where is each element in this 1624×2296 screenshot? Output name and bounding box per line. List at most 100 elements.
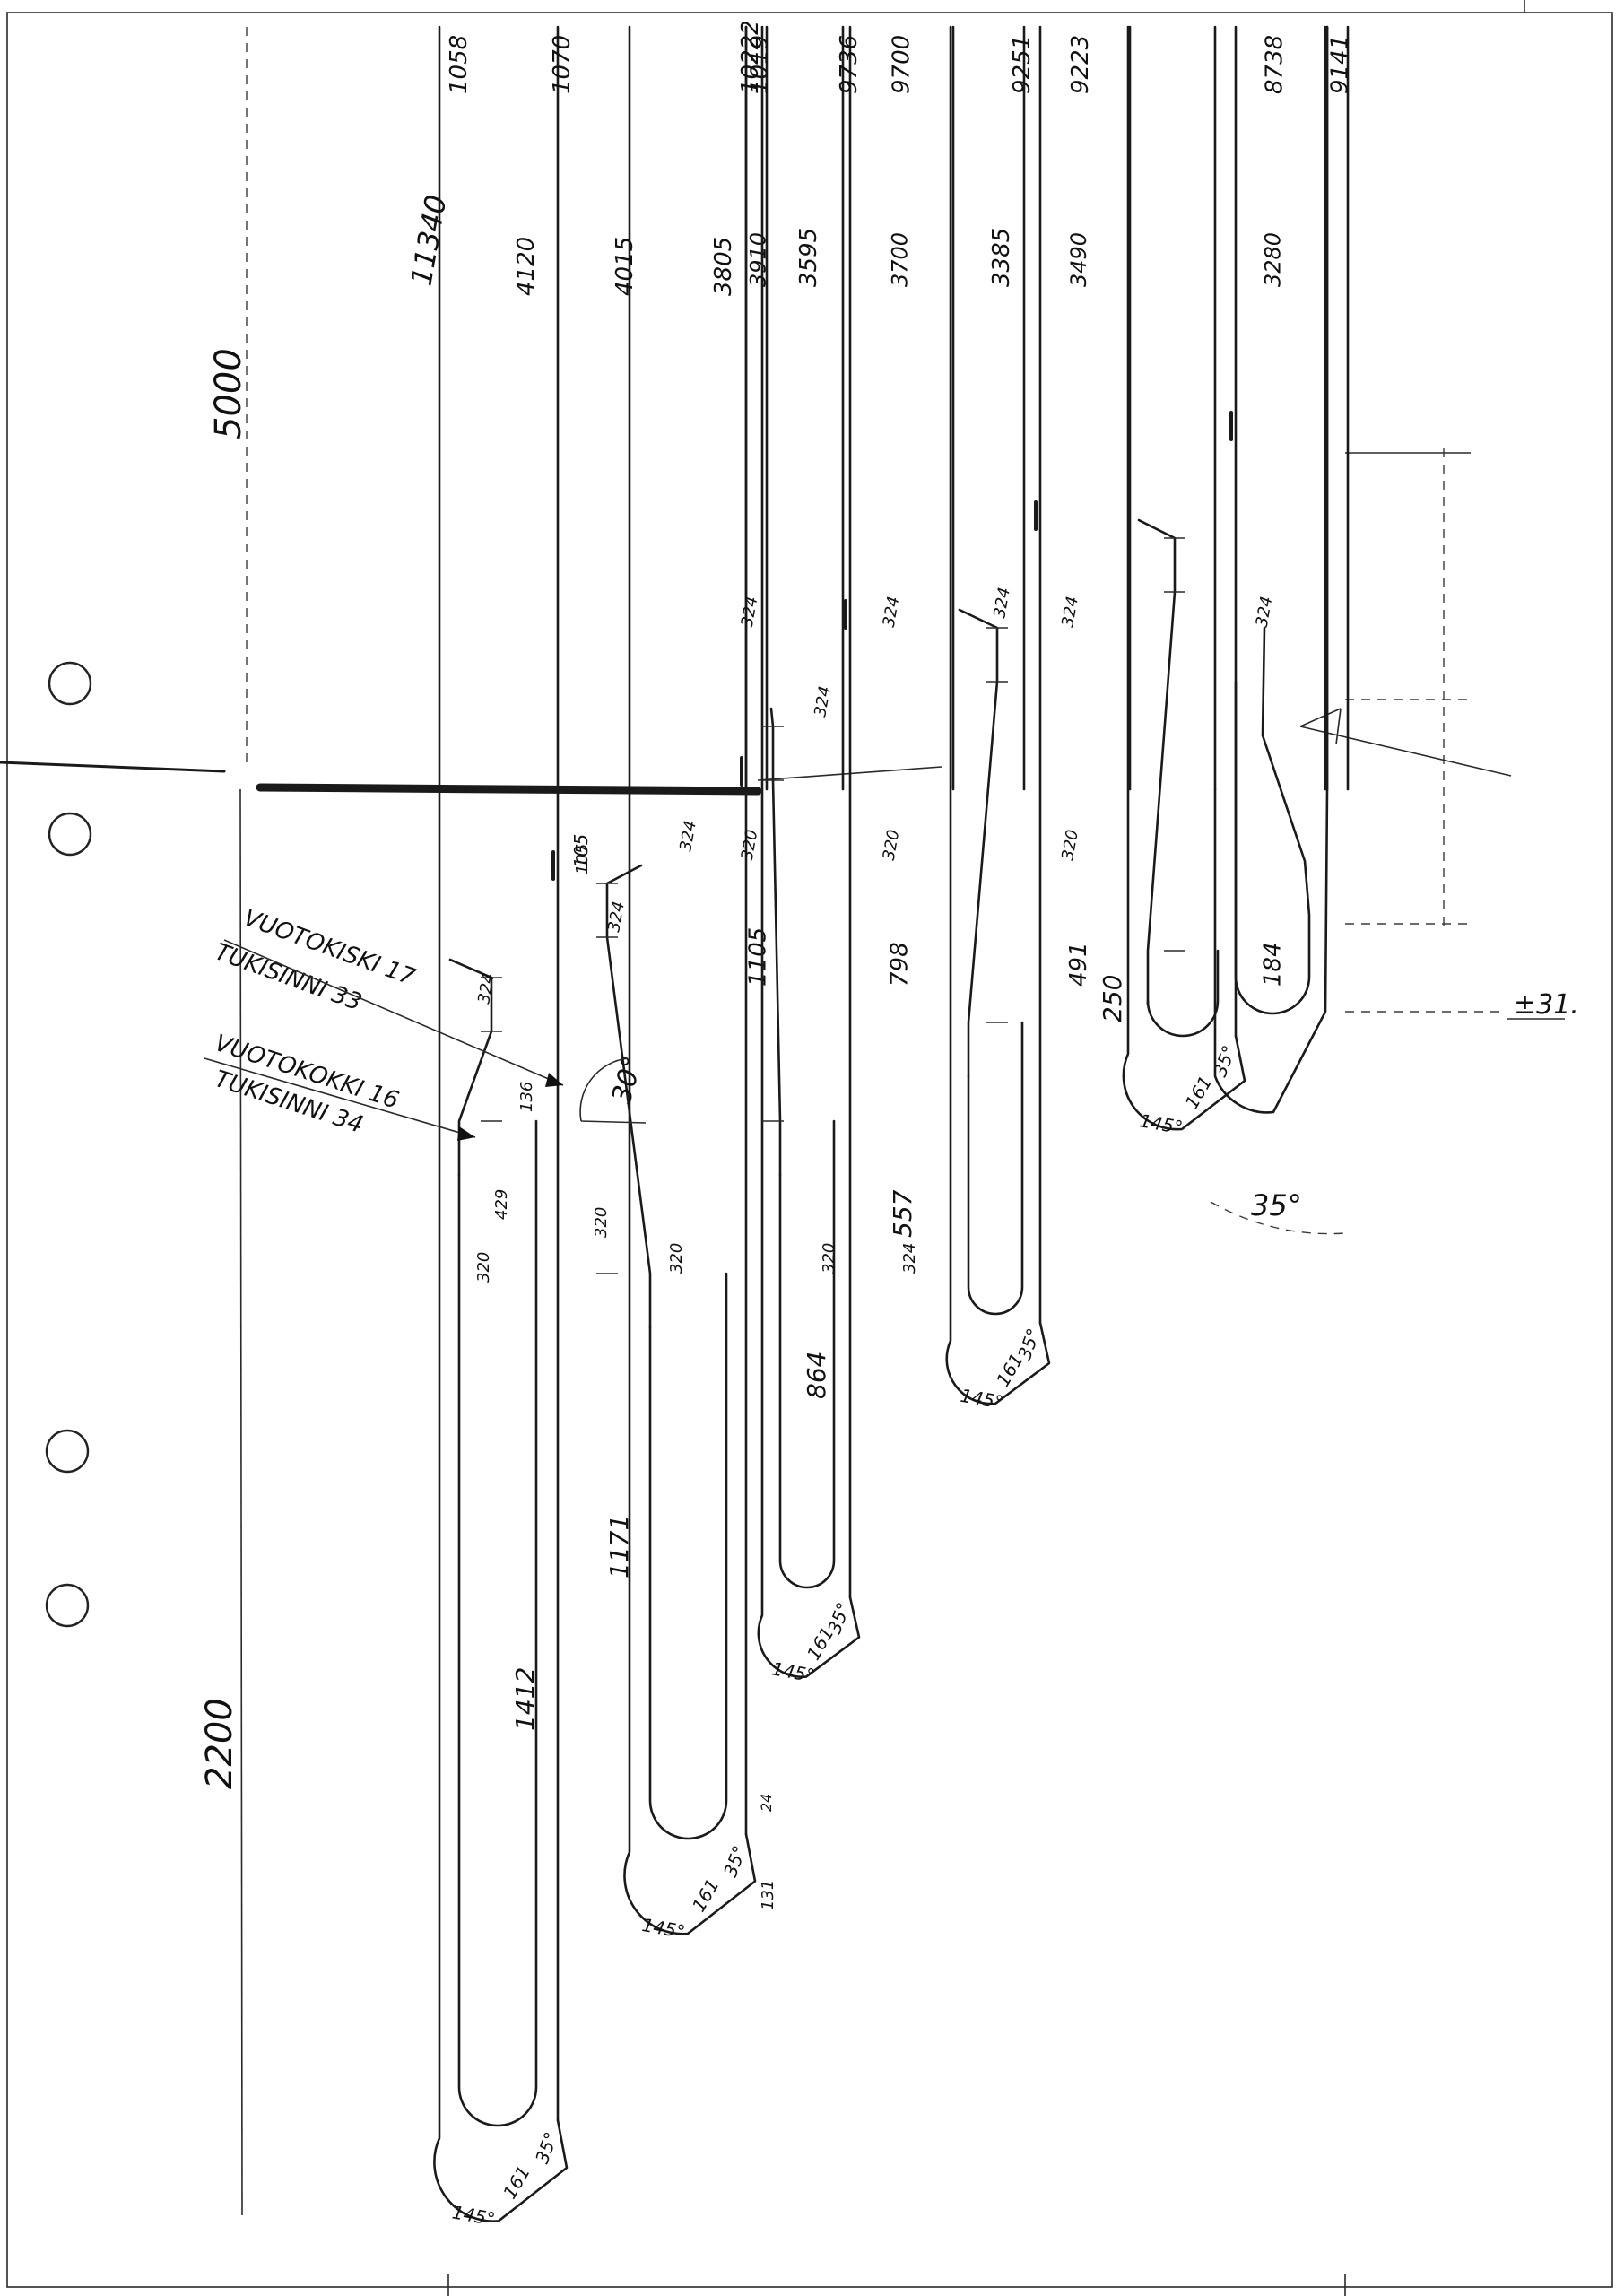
loop-A-lower-len: 1412 bbox=[510, 1667, 540, 1731]
punch-hole bbox=[45, 1583, 90, 1628]
loop-E-side-len: 3700 bbox=[888, 232, 913, 287]
loop-B-lower-len: 1171 bbox=[604, 1515, 634, 1578]
loop-B-r-angle: 145° bbox=[640, 1914, 687, 1943]
loop-D-seg-a: 324 bbox=[676, 819, 700, 852]
loop-D-lower-len: 864 bbox=[802, 1352, 831, 1399]
small-dim-4: 24 bbox=[758, 1794, 775, 1812]
loop-A-end-angle: 35° bbox=[531, 2129, 562, 2167]
side-label-upper: 5000 bbox=[208, 348, 249, 439]
loop-H-side-len: 3385 bbox=[988, 228, 1015, 287]
loop-B-inner bbox=[648, 1272, 728, 1840]
loop-C bbox=[744, 25, 769, 791]
loop-H-end-angle: 35° bbox=[1209, 1042, 1240, 1080]
loop-A bbox=[433, 25, 569, 2222]
loop-J bbox=[1324, 25, 1350, 791]
bend-angle-arc bbox=[579, 1057, 629, 1122]
loop-B-end-angle: 35° bbox=[719, 1842, 751, 1880]
loop-F-lower-len: 557 bbox=[888, 1189, 917, 1238]
loop-A-inner bbox=[457, 1119, 538, 2127]
pointer-line bbox=[1335, 708, 1342, 745]
right-note: ±31. bbox=[1514, 989, 1579, 1021]
loop-D-inner bbox=[778, 1119, 836, 1589]
loop-B-seg-a: 324 bbox=[604, 900, 629, 933]
loop-E-seg-a: 324 bbox=[880, 595, 904, 628]
leader-arrow bbox=[457, 1126, 475, 1141]
loop-D-outer bbox=[757, 25, 861, 1679]
loop-I-lower-len: 184 bbox=[1260, 942, 1287, 987]
loop-H-seg-b: 324 bbox=[900, 1243, 919, 1274]
loop-B-top-len: 1070 bbox=[549, 35, 576, 94]
loop-A-side-len: 4120 bbox=[513, 237, 540, 296]
loop-D bbox=[757, 25, 861, 1679]
loop-H-lower-len: 250 bbox=[1098, 975, 1127, 1022]
loop-I-side-len: 3280 bbox=[1261, 232, 1286, 287]
small-dim-1: 105 bbox=[570, 834, 592, 868]
lower-right-angle-arc bbox=[1210, 1201, 1346, 1235]
loop-D-r-angle: 145° bbox=[770, 1657, 817, 1686]
loop-B-seg-b: 320 bbox=[592, 1207, 611, 1238]
loop-G-top-len: 9223 bbox=[1067, 35, 1094, 94]
loop-H-seg-a: 324 bbox=[990, 586, 1014, 619]
break-line bbox=[0, 761, 226, 773]
small-dim-3: 131 bbox=[759, 1880, 777, 1910]
leader-line bbox=[223, 939, 564, 1086]
punch-hole bbox=[48, 812, 92, 857]
loop-C-side-len: 3910 bbox=[746, 232, 771, 287]
loop-F-jog bbox=[958, 608, 999, 1078]
sheet-border bbox=[6, 12, 1613, 2288]
loop-D-end-angle: 35° bbox=[823, 1599, 855, 1637]
pointer-line bbox=[1299, 726, 1512, 777]
loop-A-seg-a: 324 bbox=[474, 971, 499, 1004]
loop-A-outer bbox=[433, 25, 569, 2222]
loop-H-r-angle: 145° bbox=[1138, 1109, 1185, 1138]
loop-F-r-angle: 145° bbox=[959, 1385, 1005, 1413]
punch-hole bbox=[45, 1429, 90, 1474]
side-label-lower: 2200 bbox=[199, 1698, 240, 1789]
loop-C-seg-a: 324 bbox=[738, 595, 762, 628]
loop-G-seg-b: 320 bbox=[1058, 828, 1082, 861]
leader-line bbox=[204, 1057, 476, 1138]
bend-angle: 30° bbox=[606, 1053, 649, 1107]
loop-G bbox=[1022, 25, 1132, 791]
loop-C-lower-len: 1105 bbox=[745, 927, 772, 987]
lower-right-angle: 35° bbox=[1251, 1188, 1302, 1222]
loop-A-r-angle: 145° bbox=[450, 2201, 497, 2230]
punch-hole bbox=[48, 661, 92, 706]
loop-E-seg-b: 320 bbox=[880, 828, 904, 861]
break-line-heavy bbox=[256, 783, 762, 796]
loop-E-top-len: 9700 bbox=[889, 35, 916, 94]
reference-line bbox=[239, 788, 243, 2216]
loop-A-seg-b: 429 bbox=[492, 1189, 511, 1220]
loop-H-inner bbox=[1146, 949, 1220, 1038]
loop-G-seg-a: 324 bbox=[1058, 595, 1082, 628]
bend-angle-ref bbox=[580, 1120, 647, 1124]
loop-E bbox=[841, 25, 955, 791]
loop-H-top-len: 9251 bbox=[1009, 35, 1036, 94]
loop-F-top-len: 9736 bbox=[836, 35, 863, 94]
lead-note-2: VUOTOKOKKI 16 TUKISINNI 34 bbox=[204, 1030, 476, 1141]
loop-B-outer bbox=[623, 25, 757, 1935]
loop-F-side-len: 3595 bbox=[795, 228, 822, 287]
loop-E-lower-len: 798 bbox=[887, 942, 914, 987]
loop-J-top-len: 9141 bbox=[1327, 35, 1354, 94]
loop-A-upper-len: 11340 bbox=[404, 193, 453, 289]
loop-G-side-len: 3490 bbox=[1066, 232, 1091, 287]
loop-G-lower-len: 491 bbox=[1065, 942, 1092, 987]
loop-F-outer bbox=[945, 25, 1051, 1405]
loop-B-seg-c: 105 bbox=[573, 844, 592, 874]
loop-B bbox=[596, 25, 757, 1935]
loop-H-outer bbox=[1122, 25, 1246, 1131]
loop-H-jog bbox=[1137, 518, 1177, 1006]
loop-I-inner bbox=[1234, 626, 1311, 1015]
small-dim-2: 136 bbox=[517, 1082, 536, 1112]
loop-F bbox=[945, 25, 1051, 1405]
loop-I bbox=[1213, 25, 1329, 791]
loop-D-seg-b: 320 bbox=[667, 1243, 686, 1274]
loop-F-seg-b: 320 bbox=[820, 1243, 838, 1274]
loop-D-side-len: 3805 bbox=[710, 237, 737, 296]
loop-D-top-len: 10222 bbox=[737, 20, 764, 94]
leader-arrow bbox=[545, 1073, 563, 1087]
loop-C-top-len: 1019 bbox=[747, 35, 774, 94]
